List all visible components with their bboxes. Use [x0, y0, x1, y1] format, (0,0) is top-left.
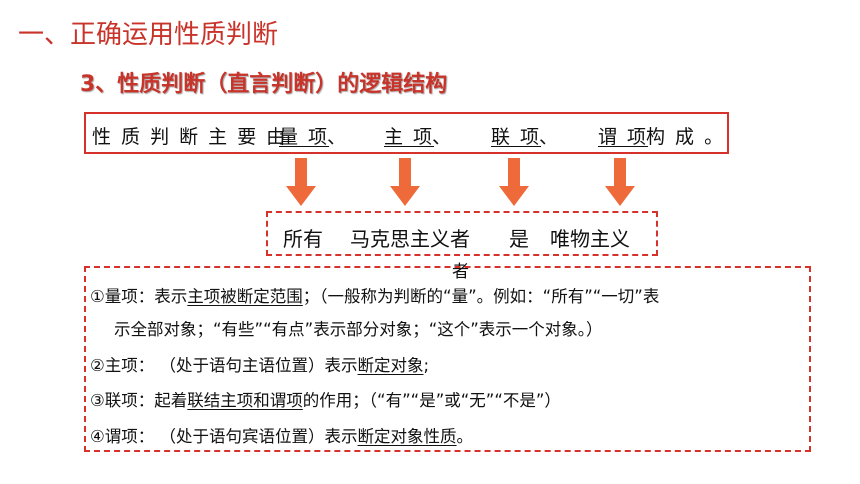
example-sentence-box	[266, 211, 658, 256]
sentence-lead: 性 质 判 断 主 要 由	[92, 126, 288, 148]
sentence-tail: 构 成 。	[646, 126, 726, 148]
example-copula: 是	[509, 227, 529, 251]
example-subject: 马克思主义者	[350, 227, 470, 251]
down-arrow-icon	[286, 158, 316, 206]
page-title: 一、正确运用性质判断	[18, 20, 279, 50]
explanation-line-copula: ③联项：起着联结主项和谓项的作用；（“有”“是”或“无”“不是”）	[90, 391, 561, 410]
explanation-line-predicate: ④谓项： （处于语句宾语位置）表示断定对象性质。	[90, 427, 474, 446]
explanation-line-subject: ②主项： （处于语句主语位置）表示断定对象;	[90, 356, 430, 375]
structure-sentence-box	[84, 112, 729, 154]
term-subject: 主 项	[384, 126, 435, 148]
explanation-line-quantifier: ①量项：表示主项被断定范围；（一般称为判断的“量”。例如：“所有”“一切”表	[90, 287, 660, 306]
explanation-box	[84, 266, 811, 452]
example-predicate: 唯物主义	[550, 227, 630, 251]
down-arrow-icon	[605, 158, 635, 206]
down-arrow-icon	[390, 158, 420, 206]
term-copula: 联 项	[491, 126, 542, 148]
term-quantifier: 量 项	[279, 126, 330, 148]
section-subtitle: 3、性质判断（直言判断）的逻辑结构	[80, 72, 448, 97]
down-arrow-icon	[499, 158, 529, 206]
example-quantifier: 所有	[283, 227, 323, 251]
sentence-sep: 、	[432, 126, 454, 148]
sentence-sep: 、	[539, 126, 561, 148]
explanation-line-quantifier-cont: 示全部对象；“有些”“有点”表示部分对象；“这个”表示一个对象。）	[114, 320, 603, 339]
term-predicate: 谓 项	[598, 126, 649, 148]
sentence-sep: 、	[327, 126, 349, 148]
